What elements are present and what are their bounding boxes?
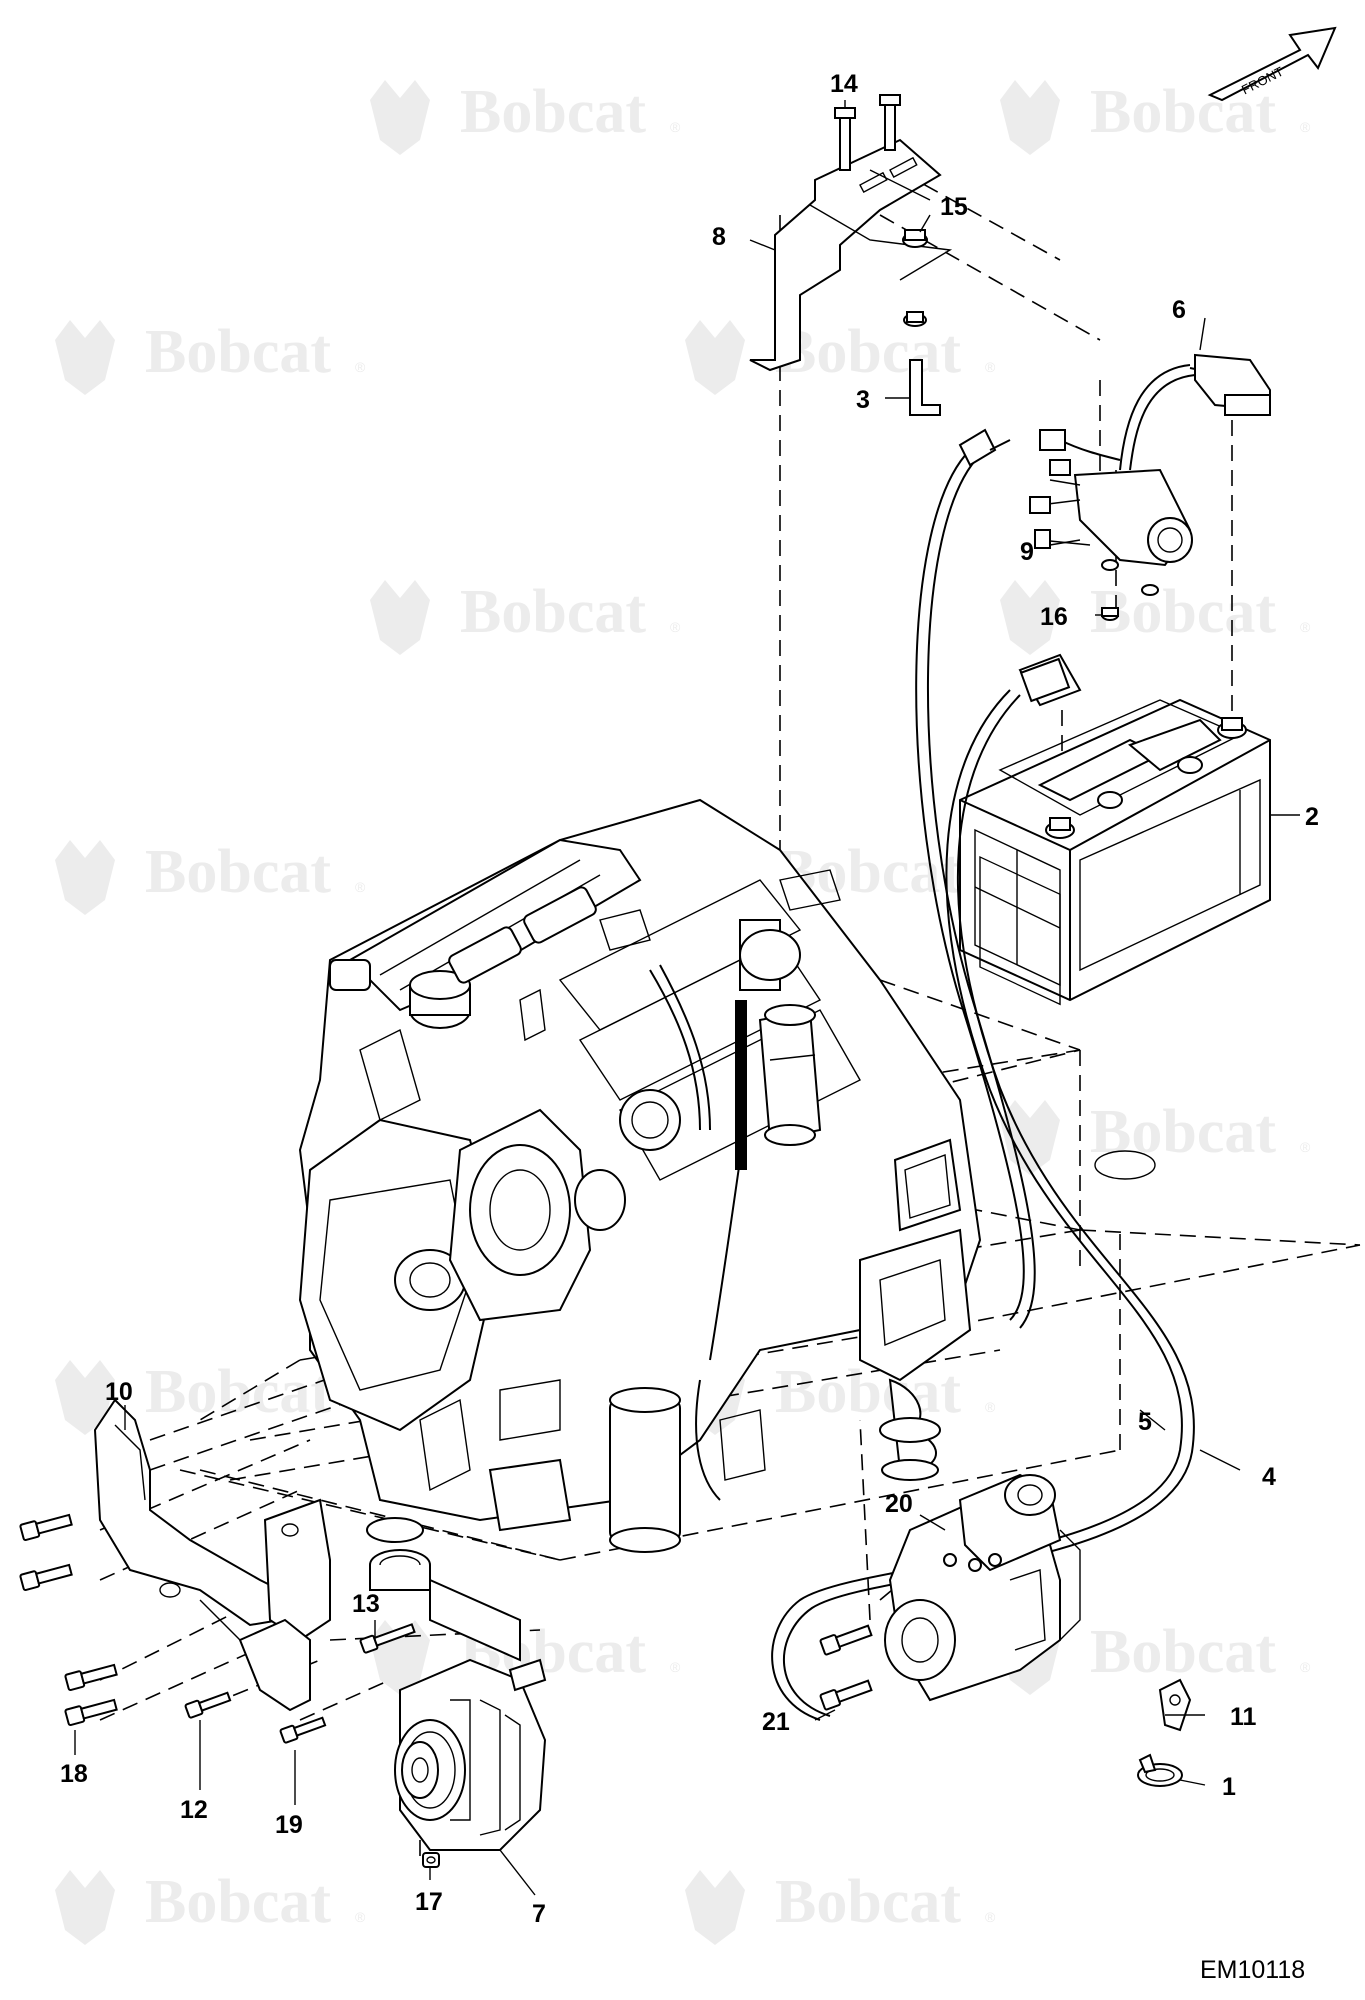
watermark: Bobcat ® bbox=[55, 1358, 366, 1435]
svg-text:®: ® bbox=[1300, 1659, 1311, 1675]
watermark: Bobcat ® bbox=[685, 1868, 996, 1945]
svg-text:Bobcat: Bobcat bbox=[145, 1358, 331, 1426]
svg-text:®: ® bbox=[985, 1399, 996, 1415]
callout-14: 14 bbox=[830, 70, 858, 98]
alternator bbox=[394, 1658, 547, 1851]
svg-text:®: ® bbox=[670, 1659, 681, 1675]
starter-motor bbox=[884, 1473, 1081, 1702]
ground-cable-5 bbox=[915, 428, 1036, 1329]
callout-3: 3 bbox=[856, 386, 870, 414]
svg-text:Bobcat: Bobcat bbox=[775, 1868, 961, 1936]
callout-6: 6 bbox=[1172, 296, 1186, 324]
watermark: Bobcat ® bbox=[55, 1868, 366, 1945]
callout-12: 12 bbox=[180, 1796, 208, 1824]
svg-text:Bobcat: Bobcat bbox=[145, 1868, 331, 1936]
callout-13: 13 bbox=[352, 1590, 380, 1618]
svg-text:®: ® bbox=[1300, 619, 1311, 635]
svg-text:®: ® bbox=[670, 119, 681, 135]
callout-21: 21 bbox=[762, 1708, 790, 1736]
bolts-18 bbox=[19, 1513, 118, 1727]
battery bbox=[959, 698, 1271, 1006]
callout-16: 16 bbox=[1040, 603, 1068, 631]
callout-9: 9 bbox=[1020, 538, 1034, 566]
watermark-layer: Bobcat ® Bobcat ® Bobcat ® Bobcat ® Bobc… bbox=[55, 78, 1311, 1945]
svg-text:®: ® bbox=[355, 1909, 366, 1925]
hose-clip-1 bbox=[1137, 1753, 1183, 1787]
alternator-bracket-10 bbox=[93, 1398, 331, 1712]
callout-5: 5 bbox=[1138, 1408, 1152, 1436]
watermark: Bobcat ® bbox=[370, 578, 681, 655]
watermark: Bobcat ® bbox=[370, 78, 681, 155]
svg-text:Bobcat: Bobcat bbox=[460, 78, 646, 146]
bolt-14 bbox=[834, 94, 901, 171]
svg-text:Bobcat: Bobcat bbox=[775, 318, 961, 386]
svg-text:®: ® bbox=[355, 359, 366, 375]
callout-2: 2 bbox=[1305, 803, 1319, 831]
svg-text:®: ® bbox=[355, 879, 366, 895]
svg-text:®: ® bbox=[1300, 1139, 1311, 1155]
watermark: Bobcat ® bbox=[55, 318, 366, 395]
svg-text:Bobcat: Bobcat bbox=[145, 318, 331, 386]
engine bbox=[298, 798, 982, 1553]
watermark: Bobcat ® bbox=[1000, 1098, 1311, 1175]
svg-text:®: ® bbox=[1300, 119, 1311, 135]
svg-text:Bobcat: Bobcat bbox=[1090, 578, 1276, 646]
watermark: Bobcat ® bbox=[685, 318, 996, 395]
callout-8: 8 bbox=[712, 223, 726, 251]
callout-15: 15 bbox=[940, 193, 968, 221]
j-bolt-3 bbox=[909, 359, 941, 416]
drawing-code: EM10118 bbox=[1200, 1956, 1305, 1984]
svg-text:®: ® bbox=[985, 359, 996, 375]
bolt-21 bbox=[819, 1624, 873, 1711]
callout-11: 11 bbox=[1230, 1703, 1257, 1731]
bolt-12 bbox=[184, 1691, 232, 1719]
callout-17: 17 bbox=[415, 1888, 443, 1916]
svg-text:Bobcat: Bobcat bbox=[775, 1358, 961, 1426]
bolt-13 bbox=[359, 1623, 416, 1654]
battery-cable-4 bbox=[771, 653, 1195, 1721]
callout-18: 18 bbox=[60, 1760, 88, 1788]
battery-disconnect bbox=[1029, 459, 1193, 596]
svg-text:Bobcat: Bobcat bbox=[460, 578, 646, 646]
svg-text:Bobcat: Bobcat bbox=[1090, 1618, 1276, 1686]
callout-19: 19 bbox=[275, 1811, 303, 1839]
callout-1: 1 bbox=[1222, 1773, 1236, 1801]
cable-clamp-11 bbox=[1158, 1678, 1192, 1732]
watermark: Bobcat ® bbox=[1000, 578, 1311, 655]
callout-7: 7 bbox=[532, 1900, 546, 1928]
bolt-19 bbox=[279, 1716, 327, 1744]
callout-20: 20 bbox=[885, 1490, 913, 1518]
leader-lines bbox=[74, 100, 1300, 1896]
wire-harness-6 bbox=[1039, 353, 1271, 471]
nut-15 bbox=[902, 229, 928, 327]
watermark: Bobcat ® bbox=[1000, 78, 1311, 155]
svg-text:Bobcat: Bobcat bbox=[1090, 78, 1276, 146]
callout-labels: 14 15 8 6 3 9 16 2 10 5 4 20 13 21 11 18… bbox=[60, 70, 1319, 1928]
watermark: Bobcat ® bbox=[55, 838, 366, 915]
callout-4: 4 bbox=[1262, 1463, 1276, 1491]
nut-17 bbox=[422, 1852, 440, 1868]
svg-text:®: ® bbox=[985, 1909, 996, 1925]
svg-text:Bobcat: Bobcat bbox=[145, 838, 331, 906]
hose-clamps bbox=[366, 1517, 521, 1662]
callout-10: 10 bbox=[105, 1378, 133, 1406]
svg-text:®: ® bbox=[670, 619, 681, 635]
nut-16 bbox=[1101, 607, 1119, 621]
svg-text:Bobcat: Bobcat bbox=[1090, 1098, 1276, 1166]
